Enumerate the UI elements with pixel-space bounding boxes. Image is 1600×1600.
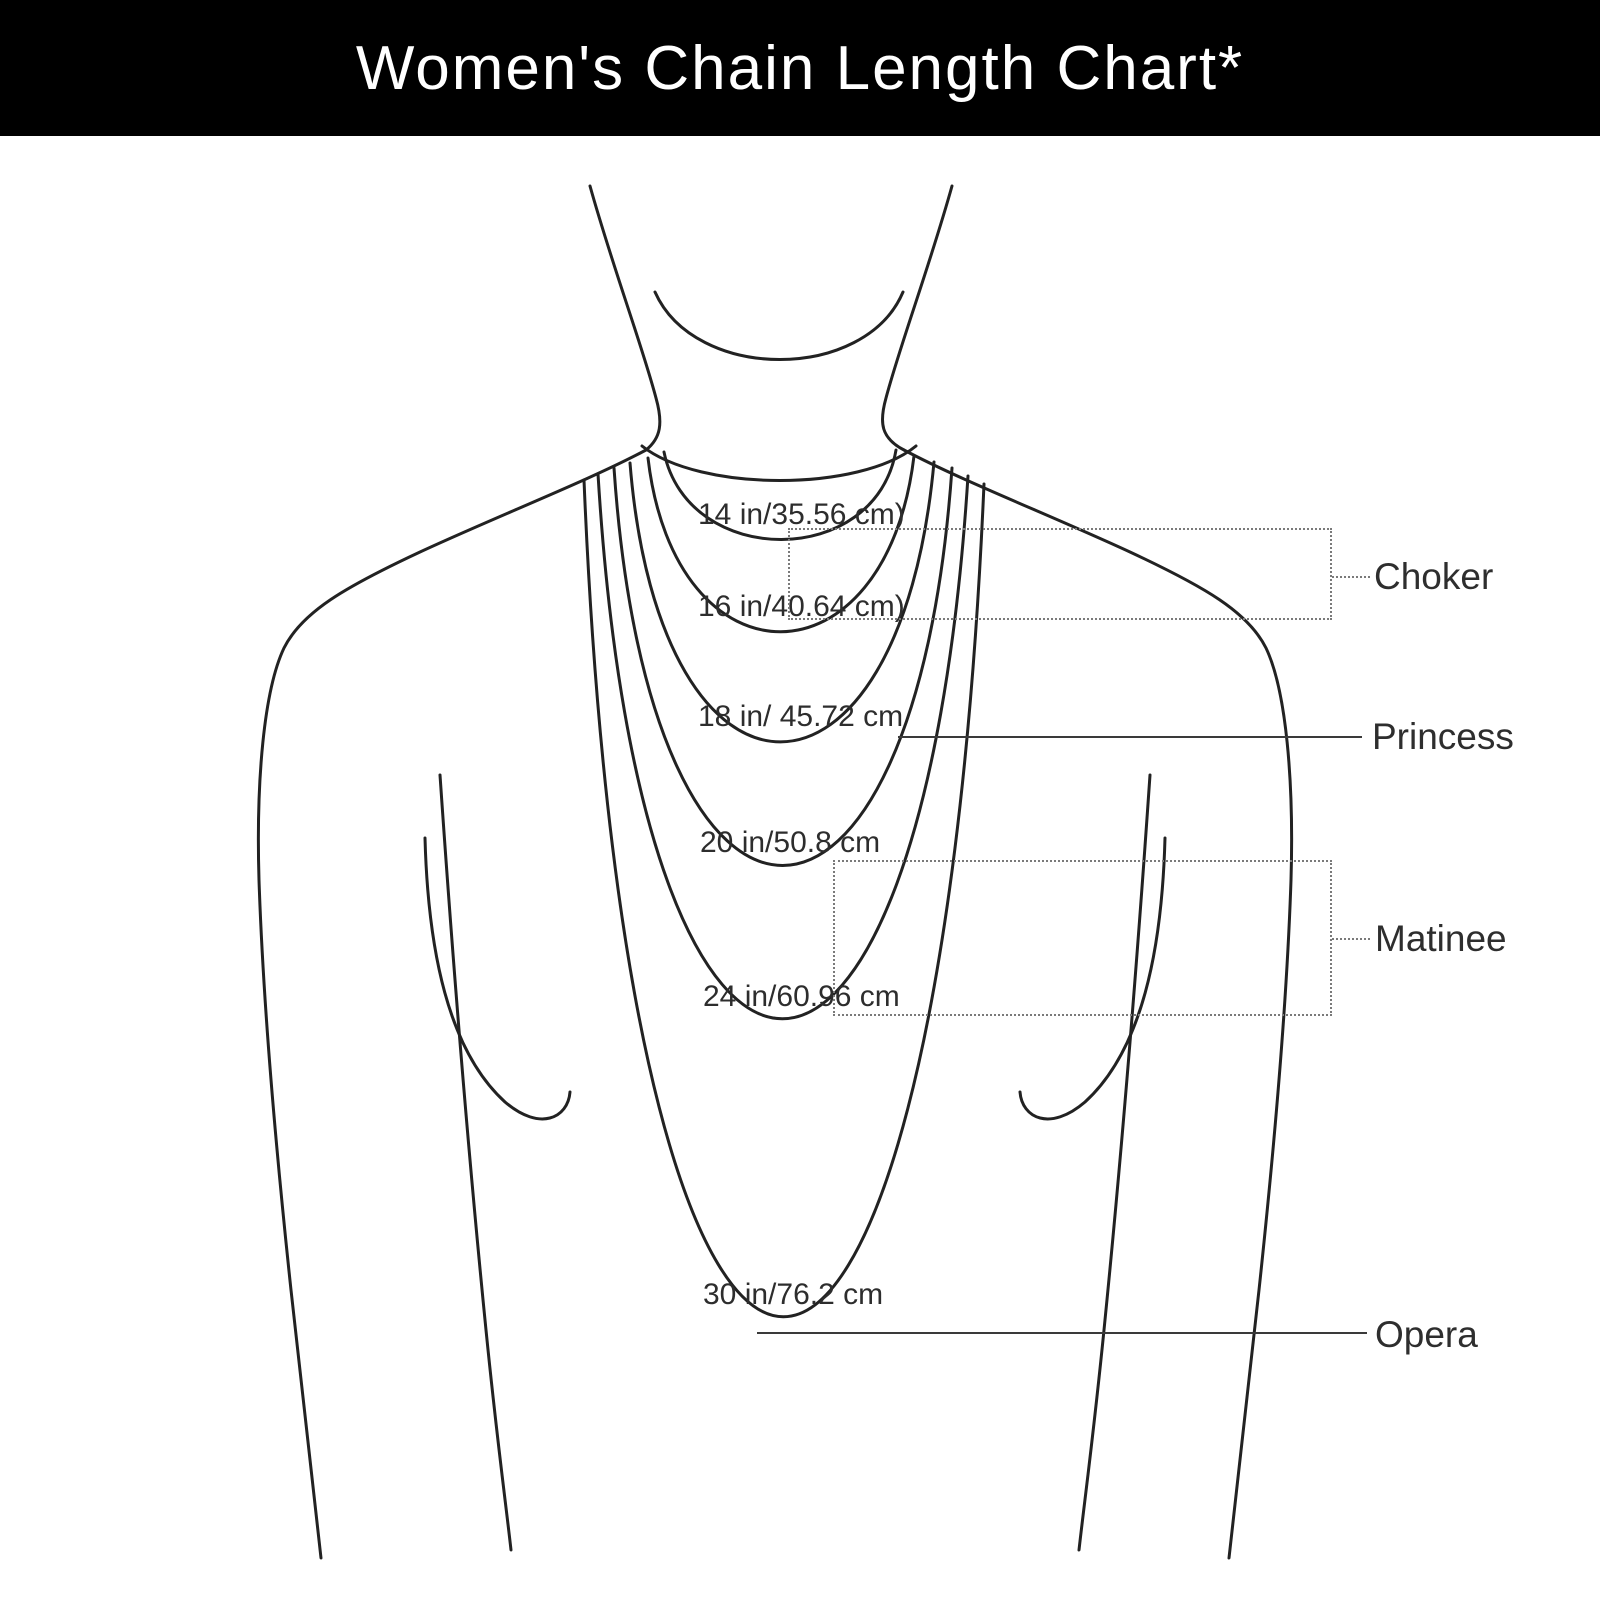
category-label-opera: Opera xyxy=(1375,1314,1478,1355)
left-shoulder-arm-line xyxy=(256,448,648,1560)
right-inner-arm-line xyxy=(1077,773,1152,1552)
choker-connector-line xyxy=(1332,576,1370,578)
chain-14-curve xyxy=(662,448,898,541)
chain-label-24: 24 in/60.96 cm xyxy=(703,980,900,1013)
neck-right-line xyxy=(880,184,954,452)
chin-curve xyxy=(653,290,905,361)
left-inner-arm-line xyxy=(438,773,513,1552)
princess-connector-line xyxy=(898,736,1362,738)
chain-label-14: 14 in/35.56 cm) xyxy=(698,498,905,531)
chain-label-20: 20 in/50.8 cm xyxy=(700,826,881,859)
choker-bracket xyxy=(788,528,1332,620)
chain-label-18: 18 in/ 45.72 cm xyxy=(698,700,904,733)
chain-24-curve xyxy=(596,472,970,1021)
neck-base-curve xyxy=(640,444,918,482)
left-breast-curve xyxy=(423,836,572,1121)
chain-label-30: 30 in/76.2 cm xyxy=(703,1278,884,1311)
opera-connector-line xyxy=(757,1332,1367,1334)
chain-label-16: 16 in/40.64 cm) xyxy=(698,590,905,623)
category-label-matinee: Matinee xyxy=(1375,918,1507,959)
header-bar: Women's Chain Length Chart* xyxy=(0,0,1600,136)
neck-left-line xyxy=(588,184,662,452)
chain-18-curve xyxy=(628,460,936,744)
right-shoulder-arm-line xyxy=(902,448,1294,1560)
chain-30-curve xyxy=(582,478,986,1318)
chain-20-curve xyxy=(612,466,954,867)
chain-16-curve xyxy=(646,454,916,634)
category-label-choker: Choker xyxy=(1374,556,1494,597)
right-breast-curve xyxy=(1018,836,1167,1121)
matinee-bracket xyxy=(833,860,1332,1016)
matinee-connector-line xyxy=(1332,938,1370,940)
category-label-princess: Princess xyxy=(1372,716,1514,757)
page-title: Women's Chain Length Chart* xyxy=(355,33,1245,103)
